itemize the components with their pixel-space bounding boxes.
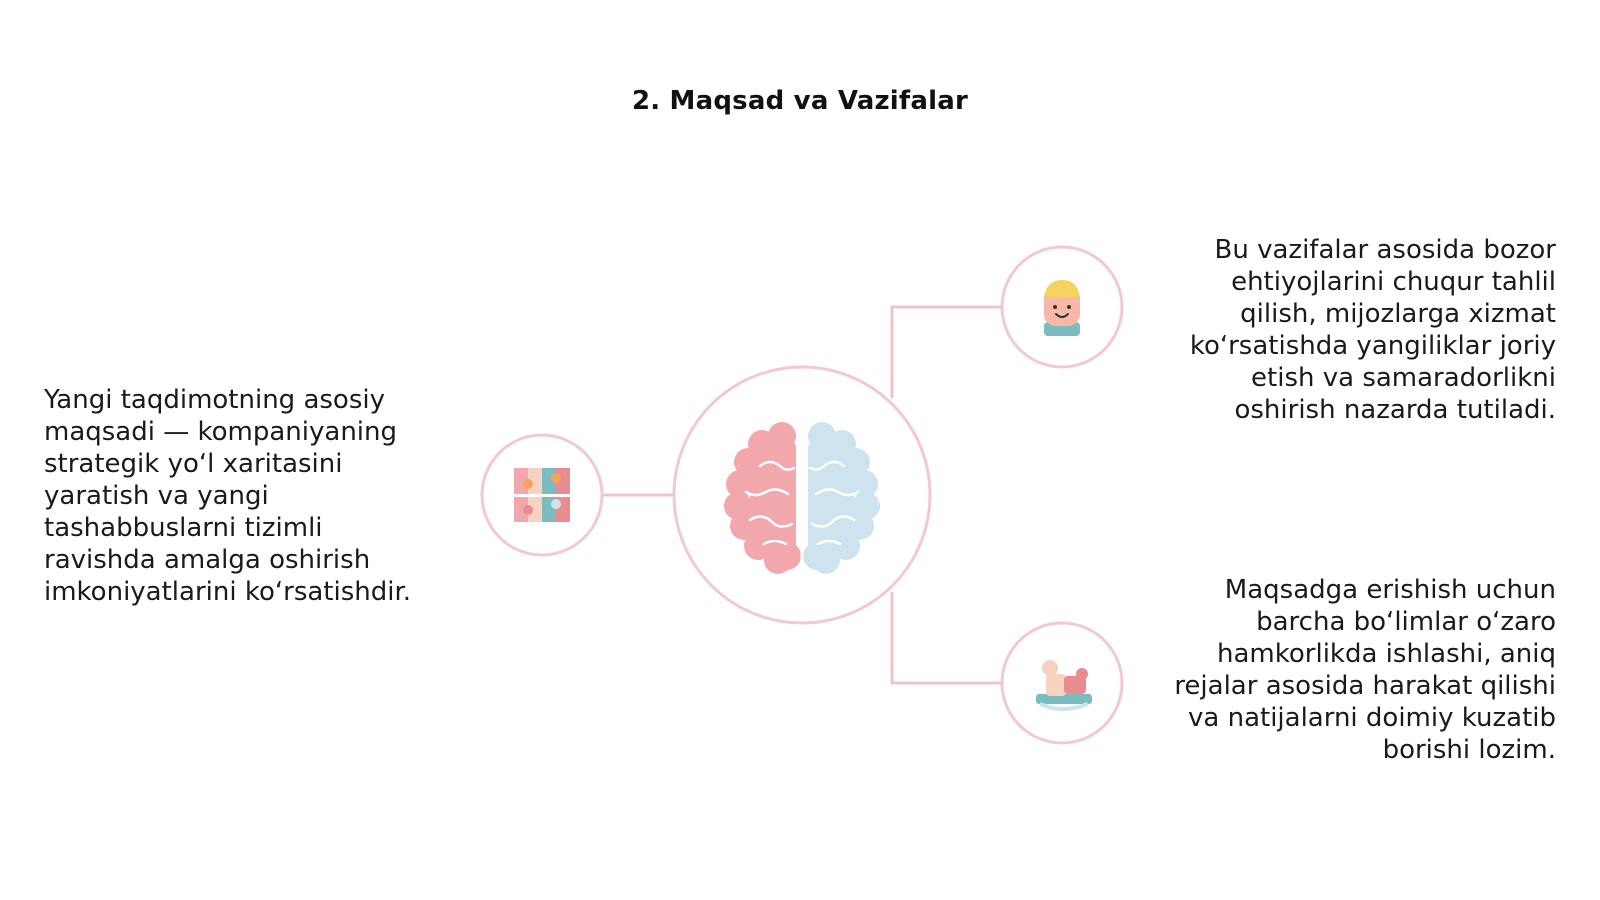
- slide-title: 2. Maqsad va Vazifalar: [631, 86, 969, 116]
- connector-top-right: [890, 305, 1002, 398]
- text-top-right-tasks: Bu vazifalar asosida bozor ehtiyojlarini…: [1189, 235, 1556, 425]
- node-left: [480, 433, 604, 557]
- node-bottom-right: [1000, 621, 1124, 745]
- brain-icon: [724, 422, 880, 574]
- node-top-right: [1000, 245, 1124, 369]
- person-avatar-icon: [1044, 280, 1080, 336]
- text-left-goal: Yangi taqdimotning asosiy maqsadi — komp…: [44, 385, 412, 607]
- connector-bottom-right: [890, 592, 1002, 685]
- center-node: [672, 365, 932, 625]
- puzzle-icon: [514, 468, 570, 522]
- connectors: [602, 305, 1002, 685]
- text-bottom-right-collaboration: Maqsadga erishish uchun barcha bo‘limlar…: [1174, 575, 1556, 765]
- toy-horse-icon: [1036, 660, 1092, 711]
